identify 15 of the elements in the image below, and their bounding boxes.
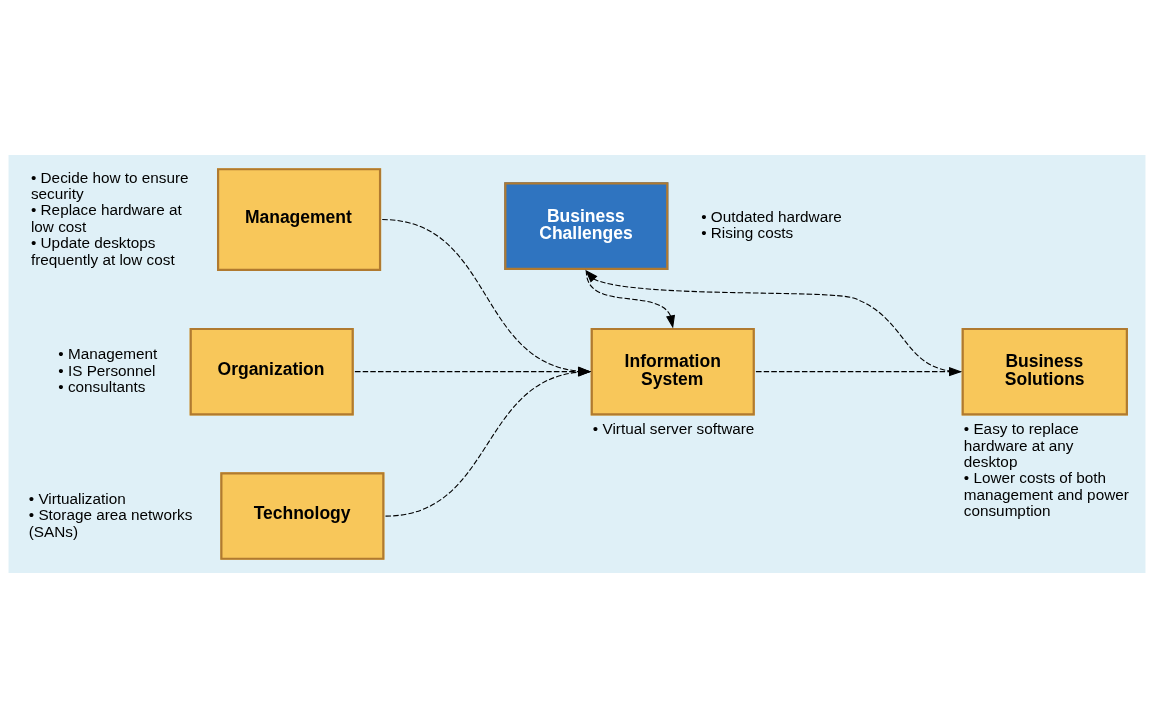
node-label: • Update desktops frequently at low cost [30,234,175,268]
node-label: • Replace hardware at low cost [30,201,182,235]
node-label: • Outdated hardware [701,207,842,225]
arrow [585,269,962,373]
node-label: • Easy to replace hardware at any desktop [963,420,1079,471]
arrow [585,270,676,329]
node-label: • consultants [58,378,146,396]
node-label: • Management [58,345,158,363]
node-label: • Virtual server software [592,420,755,438]
node-label: • Storage area networks (SANs) [28,506,193,540]
node-label: • IS Personnel [58,361,156,379]
node-label: • Virtualization [28,489,126,507]
node-label: • Lower costs of both management and power consumption [963,469,1129,520]
node-label: • Decide how to ensure security [30,168,189,202]
node-label: • Rising costs [701,224,794,242]
